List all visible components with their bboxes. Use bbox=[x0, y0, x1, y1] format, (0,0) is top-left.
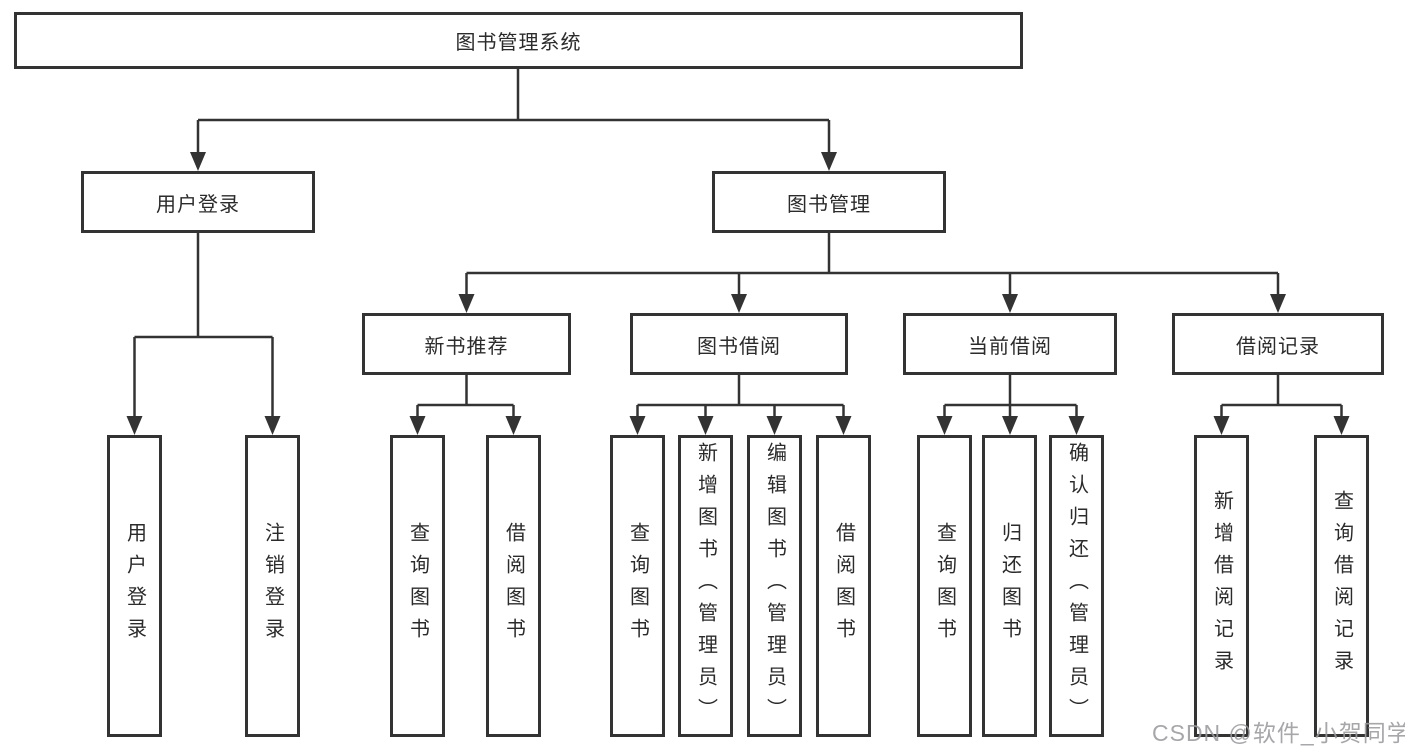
arrowheads bbox=[126, 152, 1350, 435]
leaf-user-login: 用户登录 bbox=[107, 435, 162, 737]
node-root-label: 图书管理系统 bbox=[455, 32, 582, 54]
node-new-book-recommendation-label: 新书推荐 bbox=[424, 335, 509, 358]
node-user-login-label: 用户登录 bbox=[156, 193, 240, 216]
leaf-add-book-admin-label: 新增图书（管理员） bbox=[694, 442, 717, 730]
arrowhead bbox=[821, 152, 837, 171]
leaf-logout-label: 注销登录 bbox=[261, 522, 284, 650]
leaf-query-books-2: 查询图书 bbox=[610, 435, 665, 737]
arrowhead bbox=[1002, 294, 1018, 313]
node-borrowing-records-label: 借阅记录 bbox=[1236, 335, 1320, 358]
arrowhead bbox=[1270, 294, 1286, 313]
arrowhead bbox=[264, 416, 281, 435]
leaf-edit-book-admin-label: 编辑图书（管理员） bbox=[763, 442, 786, 730]
node-root: 图书管理系统 bbox=[14, 12, 1023, 69]
leaf-add-borrow-record-label: 新增借阅记录 bbox=[1210, 490, 1233, 682]
leaf-confirm-return-admin-label: 确认归还（管理员） bbox=[1065, 442, 1088, 730]
leaf-edit-book-admin: 编辑图书（管理员） bbox=[747, 435, 802, 737]
node-book-borrowing: 图书借阅 bbox=[630, 313, 848, 375]
arrowhead bbox=[697, 416, 714, 435]
arrowhead bbox=[835, 416, 852, 435]
arrowhead bbox=[731, 294, 747, 313]
arrowhead bbox=[190, 152, 206, 171]
node-book-management-label: 图书管理 bbox=[787, 193, 871, 216]
arrowhead bbox=[629, 416, 646, 435]
node-borrowing-records: 借阅记录 bbox=[1172, 313, 1384, 375]
arrowhead bbox=[126, 416, 143, 435]
leaf-return-book: 归还图书 bbox=[982, 435, 1037, 737]
node-new-book-recommendation: 新书推荐 bbox=[362, 313, 571, 375]
leaf-query-borrow-record-label: 查询借阅记录 bbox=[1330, 490, 1353, 682]
leaf-query-books-1-label: 查询图书 bbox=[406, 522, 429, 650]
arrowhead bbox=[1002, 416, 1018, 435]
arrowhead bbox=[458, 294, 475, 313]
leaf-borrow-books-1-label: 借阅图书 bbox=[502, 522, 525, 650]
leaf-query-books-2-label: 查询图书 bbox=[626, 522, 649, 650]
leaf-confirm-return-admin: 确认归还（管理员） bbox=[1049, 435, 1104, 737]
leaf-user-login-label: 用户登录 bbox=[123, 522, 146, 650]
node-book-borrowing-label: 图书借阅 bbox=[697, 335, 781, 358]
leaf-add-book-admin: 新增图书（管理员） bbox=[678, 435, 733, 737]
node-current-borrowing: 当前借阅 bbox=[903, 313, 1117, 375]
leaf-return-book-label: 归还图书 bbox=[998, 522, 1021, 650]
csdn-watermark: CSDN @软件_小贺同学 bbox=[1152, 720, 1405, 746]
leaf-borrow-books-1: 借阅图书 bbox=[486, 435, 541, 737]
node-book-management: 图书管理 bbox=[712, 171, 946, 233]
arrowhead bbox=[1213, 416, 1230, 435]
arrowhead bbox=[409, 416, 426, 435]
arrowhead bbox=[1333, 416, 1350, 435]
leaf-query-borrow-record: 查询借阅记录 bbox=[1314, 435, 1369, 737]
leaf-query-books-1: 查询图书 bbox=[390, 435, 445, 737]
arrowhead bbox=[1068, 416, 1085, 435]
leaf-borrow-books-2-label: 借阅图书 bbox=[832, 522, 855, 650]
leaf-logout: 注销登录 bbox=[245, 435, 300, 737]
arrowhead bbox=[505, 416, 522, 435]
leaf-query-books-3: 查询图书 bbox=[917, 435, 972, 737]
node-user-login: 用户登录 bbox=[81, 171, 315, 233]
leaf-borrow-books-2: 借阅图书 bbox=[816, 435, 871, 737]
leaf-query-books-3-label: 查询图书 bbox=[933, 522, 956, 650]
leaf-add-borrow-record: 新增借阅记录 bbox=[1194, 435, 1249, 737]
arrowhead bbox=[936, 416, 953, 435]
arrowhead bbox=[766, 416, 783, 435]
node-current-borrowing-label: 当前借阅 bbox=[968, 335, 1052, 358]
